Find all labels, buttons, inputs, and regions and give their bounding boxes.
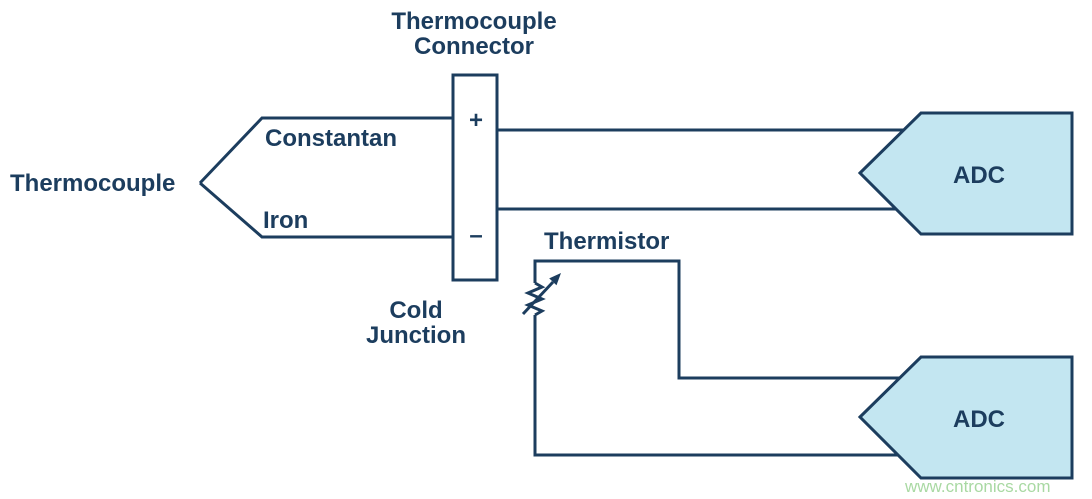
- cold-junction-label-line1: Cold: [389, 297, 442, 324]
- constantan-wire: [198, 116, 453, 185]
- thermistor-arrow-head: [549, 273, 561, 286]
- adc-bottom-label: ADC: [953, 406, 1005, 433]
- thermistor-resistor-symbol: [524, 281, 546, 317]
- cold-junction-label-line2: Junction: [366, 322, 466, 349]
- thermocouple-label: Thermocouple: [10, 170, 175, 197]
- thermistor-arrow-shaft: [521, 280, 555, 316]
- thermistor-label: Thermistor: [544, 228, 669, 255]
- adc-top-label: ADC: [953, 162, 1005, 189]
- thermistor-upper-wire: [533, 259, 900, 380]
- iron-wire: [199, 181, 453, 239]
- connector-plus-label: +: [469, 107, 483, 134]
- adc-top-block: [857, 111, 1074, 236]
- connector-title-line1: Thermocouple: [391, 8, 556, 35]
- adc-bottom-block: [857, 355, 1074, 480]
- connector-minus-label: –: [469, 222, 482, 249]
- watermark-text: www.cntronics.com: [904, 477, 1050, 496]
- constantan-label: Constantan: [265, 125, 397, 152]
- iron-label: Iron: [263, 207, 308, 234]
- connector-title-line2: Connector: [414, 33, 534, 60]
- connector-box: [451, 73, 499, 282]
- thermistor-lower-wire: [533, 315, 898, 457]
